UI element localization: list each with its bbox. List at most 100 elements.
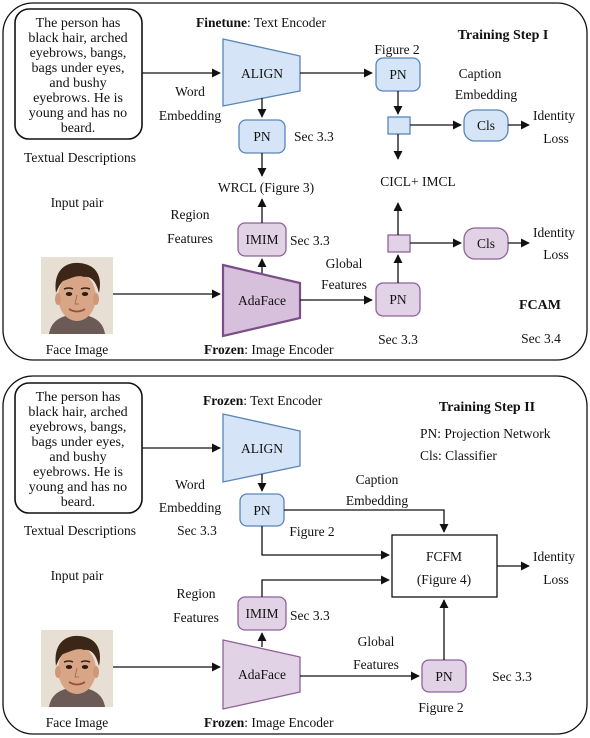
legend-pn: PN: Projection Network [420, 426, 551, 441]
svg-text:PN: PN [253, 503, 271, 518]
arrow [261, 575, 390, 597]
identity-loss-label: Identity [533, 549, 575, 564]
svg-text:PN: PN [435, 669, 453, 684]
svg-text:ALIGN: ALIGN [241, 66, 283, 81]
description-line: young and has no [29, 106, 127, 121]
word-embedding-label: Embedding [159, 500, 221, 515]
svg-text:ALIGN: ALIGN [241, 441, 283, 456]
description-line: black hair, arched [28, 31, 127, 46]
face-image-label: Face Image [46, 715, 109, 730]
projection-network-text: PN [238, 119, 286, 154]
projection-network-caption: PN [375, 57, 421, 92]
align-text-encoder: ALIGN [222, 413, 301, 483]
training-step-2-panel [2, 375, 588, 735]
description-line: The person has [36, 390, 121, 405]
description-line: bags under eyes, [32, 61, 125, 76]
sec-3-3-label: Sec 3.3 [290, 608, 330, 623]
svg-text:Cls: Cls [477, 236, 495, 251]
imim-module: IMIM [237, 596, 287, 631]
projection-network-image: PN [421, 659, 467, 693]
fcam-label: FCAM [519, 298, 561, 313]
face-image-label: Face Image [46, 342, 109, 357]
svg-text:PN: PN [253, 129, 271, 144]
classifier-image: Cls [463, 227, 509, 260]
image-encoder-caption: Frozen: Image Encoder [204, 342, 334, 357]
identity-loss-label: Identity [533, 108, 575, 123]
region-features-label: Region [171, 207, 210, 222]
adaface-image-encoder: AdaFace [222, 639, 301, 710]
text-encoder-caption: Finetune: Text Encoder [196, 15, 327, 30]
caption-embedding-label: Embedding [455, 87, 517, 102]
textual-description-box: The person has black hair, arched eyebro… [14, 8, 143, 140]
sec-3-3-label: Sec 3.3 [290, 233, 330, 248]
svg-text:PN: PN [389, 292, 407, 307]
sec-3-3-label: Sec 3.3 [294, 129, 334, 144]
legend-cls: Cls: Classifier [420, 448, 497, 463]
sec-3-3-label: Sec 3.3 [492, 669, 532, 684]
region-features-label: Features [167, 231, 213, 246]
caption-embedding-label: Embedding [346, 493, 408, 508]
text-encoder-caption: Frozen: Text Encoder [203, 393, 323, 408]
training-step-label: Training Step II [439, 400, 535, 415]
svg-text:AdaFace: AdaFace [238, 293, 286, 308]
sec-3-3-label: Sec 3.3 [378, 332, 418, 347]
identity-loss-label: Loss [543, 572, 569, 587]
sec-3-4-label: Sec 3.4 [521, 331, 561, 346]
svg-text:(Figure 4): (Figure 4) [417, 572, 471, 587]
region-features-label: Region [177, 586, 216, 601]
training-step-label: Training Step I [458, 28, 549, 43]
figure-2-label: Figure 2 [374, 42, 419, 57]
identity-loss-label: Identity [533, 225, 575, 240]
input-pair-label: Input pair [51, 195, 104, 210]
word-embedding-label: Word [175, 477, 205, 492]
arrow [261, 526, 390, 560]
description-line: eyebrows, bangs, [30, 46, 127, 61]
face-image [41, 630, 113, 707]
wrcl-label: WRCL (Figure 3) [218, 180, 314, 195]
textual-descriptions-label: Textual Descriptions [24, 523, 136, 538]
face-image [41, 257, 113, 334]
fcfm-module: FCFM (Figure 4) [391, 534, 498, 598]
region-features-label: Features [173, 610, 219, 625]
textual-descriptions-label: Textual Descriptions [24, 150, 136, 165]
input-pair-label: Input pair [51, 568, 104, 583]
global-embedding-node [387, 234, 411, 253]
projection-network-image: PN [375, 282, 421, 317]
word-embedding-label: Word [175, 84, 205, 99]
description-line: eyebrows. He is [33, 91, 123, 106]
svg-text:PN: PN [389, 67, 407, 82]
identity-loss-label: Loss [543, 131, 569, 146]
textual-description-box: The person has black hair, arched eyebro… [14, 382, 143, 514]
description-line: and bushy [49, 76, 106, 91]
global-features-label: Global [358, 634, 395, 649]
description-line: young and has no [29, 480, 127, 495]
description-line: eyebrows. He is [33, 465, 123, 480]
word-embedding-label: Embedding [159, 108, 221, 123]
imim-module: IMIM [237, 222, 287, 257]
global-features-label: Features [353, 657, 399, 672]
cicl-imcl-label: CICL+ IMCL [380, 174, 456, 189]
figure-2-label: Figure 2 [289, 524, 334, 539]
sec-3-3-label: Sec 3.3 [177, 523, 217, 538]
svg-text:AdaFace: AdaFace [238, 667, 286, 682]
image-encoder-caption: Frozen: Image Encoder [204, 715, 334, 730]
svg-text:IMIM: IMIM [246, 606, 279, 621]
align-text-encoder: ALIGN [222, 38, 301, 107]
svg-text:FCFM: FCFM [426, 549, 462, 564]
global-features-label: Features [321, 277, 367, 292]
projection-network-text: PN [239, 493, 285, 527]
description-line: bags under eyes, [32, 435, 125, 450]
description-line: and bushy [49, 450, 106, 465]
figure-2-label: Figure 2 [418, 700, 463, 715]
caption-embedding-label: Caption [356, 472, 399, 487]
description-line: The person has [36, 16, 121, 31]
description-line: beard. [61, 495, 96, 510]
training-step-1-panel [2, 2, 588, 361]
arrow [284, 509, 449, 533]
description-line: beard. [61, 121, 96, 136]
caption-embedding-node [387, 116, 411, 135]
svg-text:IMIM: IMIM [246, 232, 279, 247]
global-features-label: Global [326, 256, 363, 271]
classifier-text: Cls [463, 109, 509, 142]
